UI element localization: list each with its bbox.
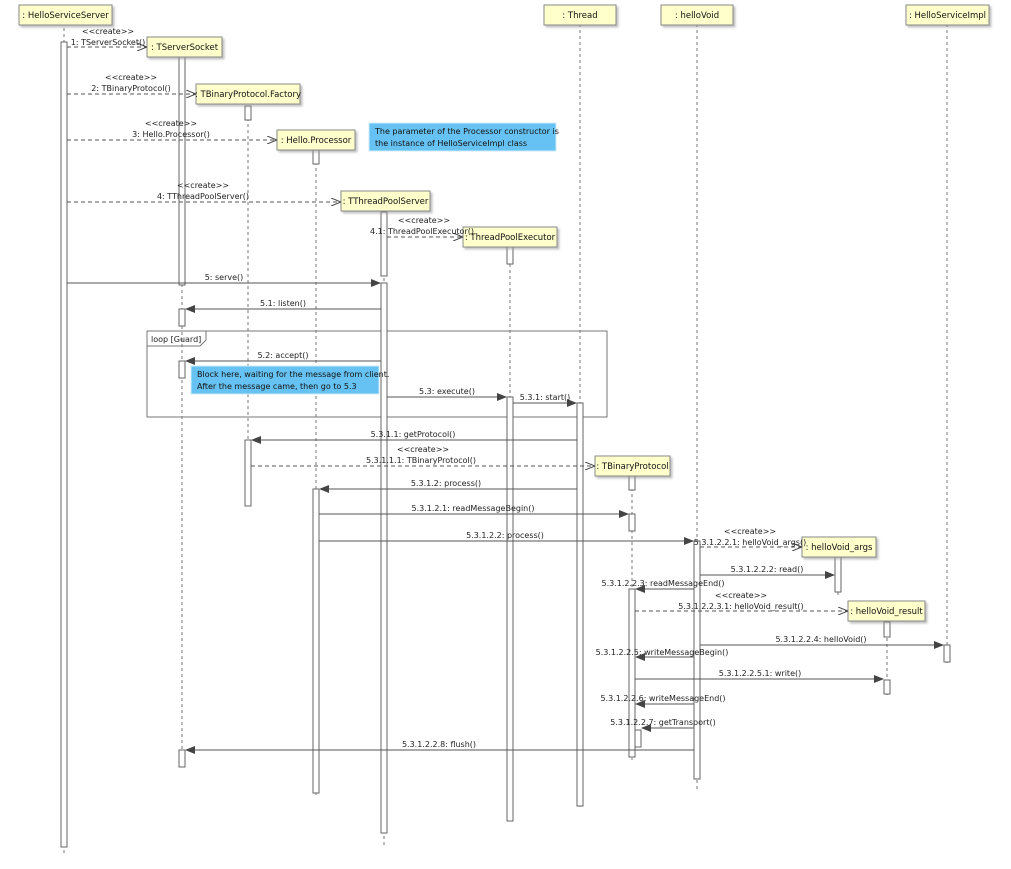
svg-text:4: TThreadPoolServer(): 4: TThreadPoolServer()	[157, 192, 249, 201]
svg-text:5.1: listen(): 5.1: listen()	[260, 299, 306, 308]
svg-text:<<create>>: <<create>>	[715, 591, 767, 600]
participant-hello-service-impl: : HelloServiceImpl	[905, 4, 990, 26]
object-hello-void-args: : helloVoid_args	[801, 536, 877, 558]
svg-text:5.3.1.2.2.4: helloVoid(): 5.3.1.2.2.4: helloVoid()	[775, 635, 866, 644]
message-hello-void: 5.3.1.2.2.4: helloVoid()	[700, 635, 944, 649]
svg-text:: TBinaryProtocol.Factory: : TBinaryProtocol.Factory	[195, 90, 301, 100]
object-tbinary-protocol-factory: : TBinaryProtocol.Factory	[195, 83, 301, 105]
svg-text:<<create>>: <<create>>	[105, 73, 157, 82]
participant-hello-service-server: : HelloServiceServer	[18, 4, 113, 26]
message-read-message-begin: 5.3.1.2.1: readMessageBegin()	[319, 504, 629, 518]
message-create-tserver-socket: <<create>> 1: TServerSocket()	[67, 27, 146, 47]
svg-text:: TBinaryProtocol: : TBinaryProtocol	[596, 462, 668, 472]
svg-text:5.3.1.2.2.3.1: helloVoid_resul: 5.3.1.2.2.3.1: helloVoid_result()	[678, 602, 803, 611]
svg-text:: Hello.Processor: : Hello.Processor	[281, 136, 352, 146]
message-get-transport: 5.3.1.2.2.7: getTransport()	[610, 718, 716, 732]
object-tbinary-protocol: : TBinaryProtocol	[594, 455, 671, 477]
svg-text:5.3.1: start(): 5.3.1: start()	[520, 393, 570, 402]
message-flush: 5.3.1.2.2.8: flush()	[185, 740, 694, 754]
message-write: 5.3.1.2.2.5.1: write()	[635, 669, 884, 683]
message-read-message-end: 5.3.1.2.2.3: readMessageEnd()	[601, 579, 725, 593]
svg-text:: helloVoid_args: : helloVoid_args	[806, 543, 873, 553]
svg-text:<<create>>: <<create>>	[177, 181, 229, 190]
message-create-threadpool-executor: <<create>> 4.1: ThreadPoolExecutor()	[370, 216, 474, 237]
svg-text:5.3.1.2.2: process(): 5.3.1.2.2: process()	[466, 531, 544, 540]
message-accept: 5.2: accept()	[185, 351, 381, 365]
svg-text:<<create>>: <<create>>	[724, 527, 776, 536]
svg-text:5.3.1.2.1: readMessageBegin(): 5.3.1.2.1: readMessageBegin()	[412, 504, 535, 513]
message-process: 5.3.1.2: process()	[319, 479, 577, 493]
svg-text:3: Hello.Processor(): 3: Hello.Processor()	[132, 130, 210, 139]
message-create-hello-void-args: <<create>> 5.3.1.2.2.1: helloVoid_args()	[694, 527, 806, 547]
message-start: 5.3.1: start()	[513, 393, 577, 407]
message-create-tbinary-protocol-factory: <<create>> 2: TBinaryProtocol()	[67, 73, 195, 94]
message-write-message-begin: 5.3.1.2.2.5: writeMessageBegin()	[596, 648, 729, 661]
svg-text:the instance of HelloServiceIm: the instance of HelloServiceImpl class	[375, 139, 527, 148]
svg-text:: HelloServiceImpl: : HelloServiceImpl	[909, 11, 986, 21]
svg-text:5.3.1.2.2.8: flush(): 5.3.1.2.2.8: flush()	[402, 740, 476, 749]
message-execute: 5.3: execute()	[387, 387, 507, 401]
note-processor-parameter: The parameter of the Processor construct…	[368, 122, 559, 152]
svg-text:The parameter of the Processor: The parameter of the Processor construct…	[374, 127, 559, 136]
svg-text:5.3.1.2.2.6: writeMessageEnd(): 5.3.1.2.2.6: writeMessageEnd()	[600, 694, 725, 703]
svg-text:: TServerSocket: : TServerSocket	[151, 43, 219, 53]
loop-label: loop [Guard]	[151, 335, 201, 344]
object-tserver-socket: : TServerSocket	[146, 36, 223, 58]
svg-text:: ThreadPoolExecutor: : ThreadPoolExecutor	[465, 233, 556, 243]
message-get-protocol: 5.3.1.1: getProtocol()	[251, 430, 577, 444]
svg-text:5.2: accept(): 5.2: accept()	[257, 351, 308, 360]
note-block-waiting: Block here, waiting for the message from…	[190, 365, 389, 395]
message-write-message-end: 5.3.1.2.2.6: writeMessageEnd()	[600, 694, 726, 708]
message-create-tthreadpool-server: <<create>> 4: TThreadPoolServer()	[67, 181, 340, 202]
participant-thread: : Thread	[543, 4, 617, 26]
participant-hello-void: : helloVoid	[660, 4, 734, 26]
message-listen: 5.1: listen()	[185, 299, 381, 313]
svg-text:5.3.1.1: getProtocol(): 5.3.1.1: getProtocol()	[371, 430, 456, 439]
object-hello-void-result: : helloVoid_result	[847, 600, 926, 622]
svg-text:5.3.1.2.2.7: getTransport(): 5.3.1.2.2.7: getTransport()	[610, 718, 715, 727]
object-threadpool-executor: : ThreadPoolExecutor	[462, 226, 558, 248]
svg-text:4.1: ThreadPoolExecutor(): 4.1: ThreadPoolExecutor()	[370, 227, 474, 236]
message-create-hello-processor: <<create>> 3: Hello.Processor()	[67, 119, 276, 140]
svg-text:5.3.1.2.2.5: writeMessageBegin: 5.3.1.2.2.5: writeMessageBegin()	[596, 648, 729, 657]
message-create-tbinary-protocol: <<create>> 5.3.1.1.1: TBinaryProtocol()	[251, 445, 594, 466]
svg-text:: TThreadPoolServer: : TThreadPoolServer	[343, 197, 429, 207]
svg-text:5.3.1.2: process(): 5.3.1.2: process()	[411, 479, 481, 488]
message-create-hello-void-result: <<create>> 5.3.1.2.2.3.1: helloVoid_resu…	[635, 591, 847, 611]
svg-text:<<create>>: <<create>>	[145, 119, 197, 128]
svg-text:: helloVoid: : helloVoid	[675, 11, 719, 21]
svg-text:5.3.1.2.2.1: helloVoid_args(): 5.3.1.2.2.1: helloVoid_args()	[694, 538, 806, 547]
object-hello-processor: : Hello.Processor	[276, 129, 356, 151]
svg-text:5.3.1.1.1: TBinaryProtocol(): 5.3.1.1.1: TBinaryProtocol()	[366, 456, 476, 465]
svg-text:: Thread: : Thread	[562, 11, 597, 21]
message-process-hello-void: 5.3.1.2.2: process()	[319, 531, 694, 545]
svg-text:2: TBinaryProtocol(): 2: TBinaryProtocol()	[91, 84, 170, 93]
svg-text:5.3.1.2.2.2: read(): 5.3.1.2.2.2: read()	[731, 565, 804, 574]
message-serve: 5: serve()	[67, 273, 381, 287]
svg-text:After the message came, then g: After the message came, then go to 5.3	[197, 382, 357, 391]
svg-text:Block here, waiting for the me: Block here, waiting for the message from…	[197, 370, 389, 379]
loop-frame: loop [Guard]	[146, 330, 608, 418]
message-read: 5.3.1.2.2.2: read()	[700, 565, 835, 579]
svg-text:5.3.1.2.2.3: readMessageEnd(): 5.3.1.2.2.3: readMessageEnd()	[601, 579, 724, 588]
svg-text:<<create>>: <<create>>	[397, 445, 449, 454]
svg-text:5: serve(): 5: serve()	[205, 273, 244, 282]
svg-text:<<create>>: <<create>>	[398, 216, 450, 225]
svg-text:<<create>>: <<create>>	[82, 27, 134, 36]
svg-text:: helloVoid_result: : helloVoid_result	[850, 607, 923, 617]
activation-bars	[60, 41, 951, 848]
svg-text:: HelloServiceServer: : HelloServiceServer	[22, 11, 109, 21]
svg-text:5.3: execute(): 5.3: execute()	[419, 387, 475, 396]
object-tthreadpool-server: : TThreadPoolServer	[340, 190, 431, 212]
svg-text:5.3.1.2.2.5.1: write(): 5.3.1.2.2.5.1: write()	[719, 669, 801, 678]
svg-text:1: TServerSocket(): 1: TServerSocket()	[71, 38, 145, 47]
